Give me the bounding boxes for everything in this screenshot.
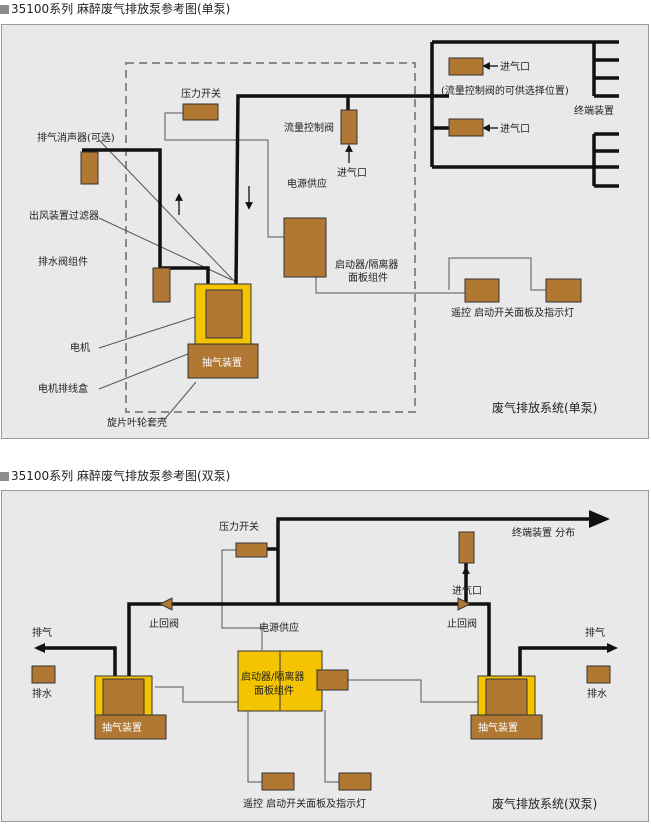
starter-label-2: 面板组件 [348, 271, 388, 284]
check-valve-right-label: 止回阀 [447, 617, 477, 630]
double-pump-right [470, 675, 543, 740]
inlet-label-2: 进气口 [500, 60, 530, 73]
single-system-label: 废气排放系统(单泵) [492, 400, 597, 415]
flow-control-valve [340, 109, 358, 145]
starter-label-double: 启动器/隔离器 [241, 670, 304, 683]
single-pump-title: 35100系列 麻醉废气排放泵参考图(单泵) [0, 0, 230, 17]
flow-valve-label: 流量控制阀 [284, 121, 334, 134]
exhaust-unit-label: 抽气装置 [202, 356, 242, 369]
pressure-switch-label: 压力开关 [181, 87, 221, 100]
power-label-2: 电源供应 [259, 621, 299, 634]
double-pump-title-text: 35100系列 麻醉废气排放泵参考图(双泵) [11, 469, 231, 483]
remote-label-2: 遥控 启动开关面板及指示灯 [243, 797, 366, 810]
double-wires [155, 549, 483, 783]
drain-left-label: 排水 [32, 687, 52, 700]
impeller-label: 旋片叶轮套壳 [107, 416, 167, 429]
remote-switch-box [464, 278, 500, 303]
power-label: 电源供应 [287, 177, 327, 190]
inlet-valve-top [448, 57, 484, 76]
remote-label: 遥控 启动开关面板及指示灯 [451, 306, 574, 319]
single-wires [98, 112, 546, 421]
single-components [80, 57, 582, 303]
exhaust-left-label: 排气 [32, 626, 52, 639]
check-valve-left-icon [158, 597, 173, 611]
muffler-label: 排气消声器(可选) [37, 131, 115, 144]
filter-label: 出风装置过滤器 [29, 209, 99, 222]
double-system-label: 废气排放系统(双泵) [492, 796, 597, 811]
single-labels: 压力开关 流量控制阀 进气口 进气口 进气口 (流量控制阀的可供选择位置) 终端… [29, 60, 614, 429]
exhaust-right-label: 排气 [585, 626, 605, 639]
drain-box-left [31, 665, 56, 684]
indicator-box [545, 278, 582, 303]
drain-box-right [586, 665, 611, 684]
unit-left-label: 抽气装置 [102, 721, 142, 734]
flow-note-label: (流量控制阀的可供选择位置) [441, 84, 569, 97]
drain-right-label: 排水 [587, 687, 607, 700]
exhaust-right-arrow-icon [607, 643, 618, 653]
double-components [31, 531, 611, 791]
double-pipes [45, 517, 607, 676]
unit-right-label: 抽气装置 [478, 721, 518, 734]
single-pipes [82, 40, 619, 286]
check-valve-left-label: 止回阀 [149, 617, 179, 630]
remote-switch-box-2 [261, 772, 295, 791]
motor-label: 电机 [70, 341, 90, 354]
terminal-label: 终端装置 [574, 104, 614, 117]
double-labels: 压力开关 终端装置 分布 进气口 止回阀 止回阀 电源供应 排气 排气 排水 排… [32, 520, 607, 811]
inlet-valve-2 [458, 531, 475, 564]
terminal-arrow-icon [589, 510, 610, 528]
muffler [80, 151, 99, 185]
pressure-switch-2 [235, 542, 268, 558]
motor-box-label: 电机排线盒 [38, 382, 88, 395]
inlet-label-4: 进气口 [452, 584, 482, 597]
starter-label: 启动器/隔离器 [335, 258, 398, 271]
double-big-arrows [34, 510, 618, 653]
single-pump [187, 283, 259, 379]
pressure-switch-label-2: 压力开关 [219, 520, 259, 533]
indicator-box-2 [338, 772, 372, 791]
starter-label-double-2: 面板组件 [254, 684, 294, 697]
single-pump-title-text: 35100系列 麻醉废气排放泵参考图(单泵) [11, 2, 231, 16]
inlet-valve-bottom [448, 118, 484, 137]
drain-valve [152, 267, 171, 303]
terminal-label-2: 终端装置 分布 [512, 526, 575, 539]
double-pump-title: 35100系列 麻醉废气排放泵参考图(双泵) [0, 467, 230, 484]
single-flow-arrows [175, 62, 498, 215]
double-pump-left [94, 675, 167, 740]
inlet-label-3: 进气口 [500, 122, 530, 135]
check-valve-right-icon [457, 597, 472, 611]
title-square-icon [0, 5, 9, 14]
pressure-switch [182, 103, 219, 121]
title-square-icon [0, 472, 9, 481]
equipment-enclosure [125, 62, 416, 413]
drain-valve-label: 排水阀组件 [38, 255, 88, 268]
exhaust-left-arrow-icon [34, 643, 45, 653]
power-supply-panel [283, 217, 327, 278]
starter-panel [237, 650, 349, 712]
inlet-label-1: 进气口 [337, 166, 367, 179]
